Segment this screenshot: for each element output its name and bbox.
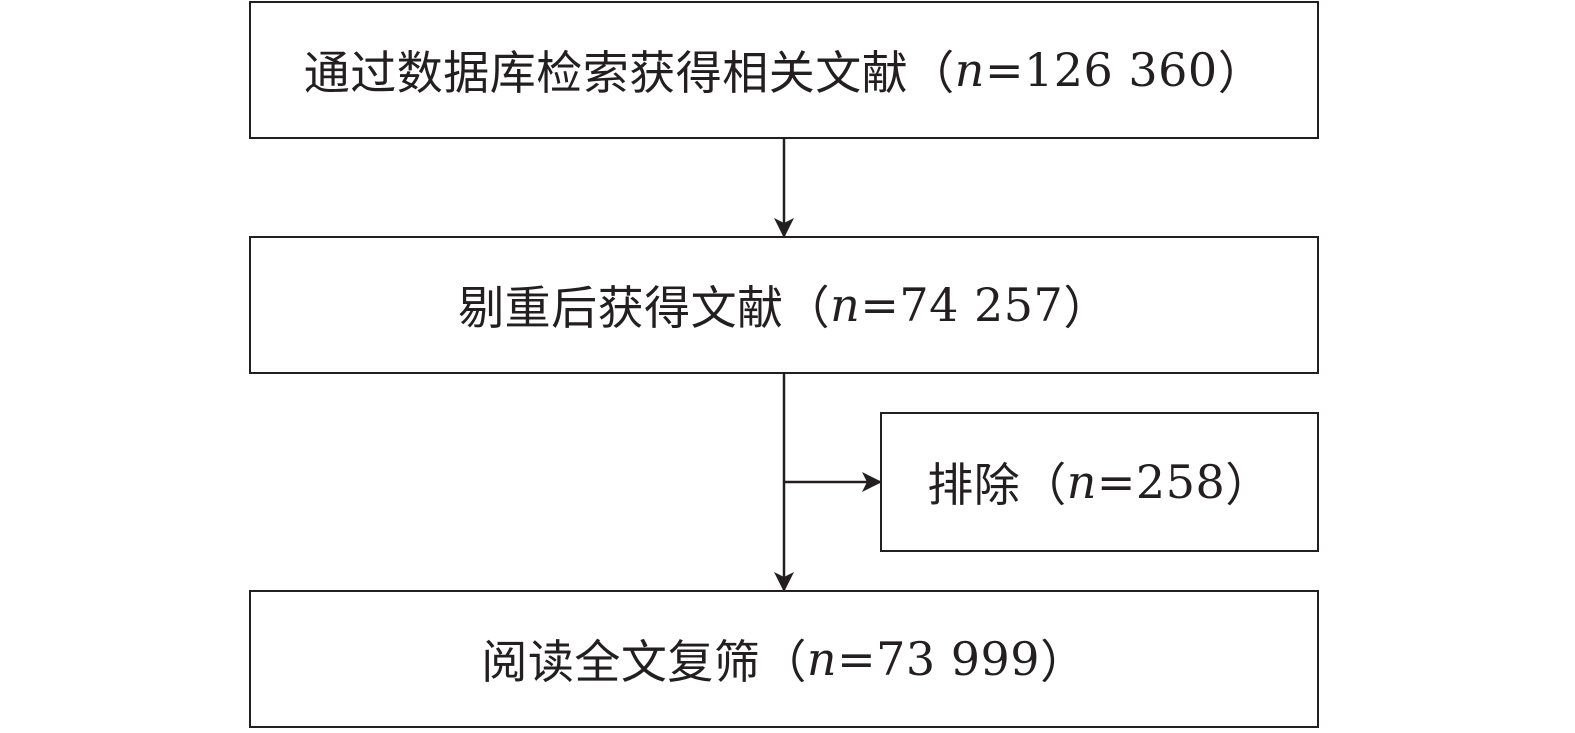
fulltext-screening-n-var: n [806, 632, 838, 686]
search-results-n-var: n [954, 43, 985, 97]
excluded-count: =258 [1096, 455, 1226, 509]
search-results-close-paren: ） [1217, 46, 1265, 100]
search-results-label: 通过数据库检索获得相关文献 [303, 46, 909, 100]
fulltext-screening-count: =73 999 [837, 632, 1041, 686]
fulltext-screening-label: 阅读全文复筛 [481, 635, 761, 689]
excluded-n-var: n [1066, 455, 1097, 509]
deduplicated-box: 剔重后获得文献（n=74 257） [249, 236, 1319, 374]
excluded-open-paren: （ [1020, 458, 1067, 512]
deduplicated-label: 剔重后获得文献 [458, 281, 784, 335]
deduplicated-n-var: n [830, 278, 861, 332]
deduplicated-close-paren: ） [1063, 281, 1110, 335]
fulltext-screening-close-paren: ） [1040, 635, 1087, 689]
fulltext-screening-open-paren: （ [760, 635, 807, 689]
deduplicated-count: =74 257 [860, 278, 1064, 332]
fulltext-screening-box: 阅读全文复筛（n=73 999） [249, 590, 1319, 728]
deduplicated-open-paren: （ [783, 281, 831, 335]
excluded-close-paren: ） [1225, 458, 1272, 512]
excluded-label: 排除 [927, 458, 1021, 512]
search-results-box: 通过数据库检索获得相关文献（n=126 360） [249, 1, 1319, 139]
search-results-count: =126 360 [984, 43, 1218, 97]
search-results-open-paren: （ [908, 46, 955, 100]
excluded-box: 排除（n=258） [880, 412, 1319, 552]
